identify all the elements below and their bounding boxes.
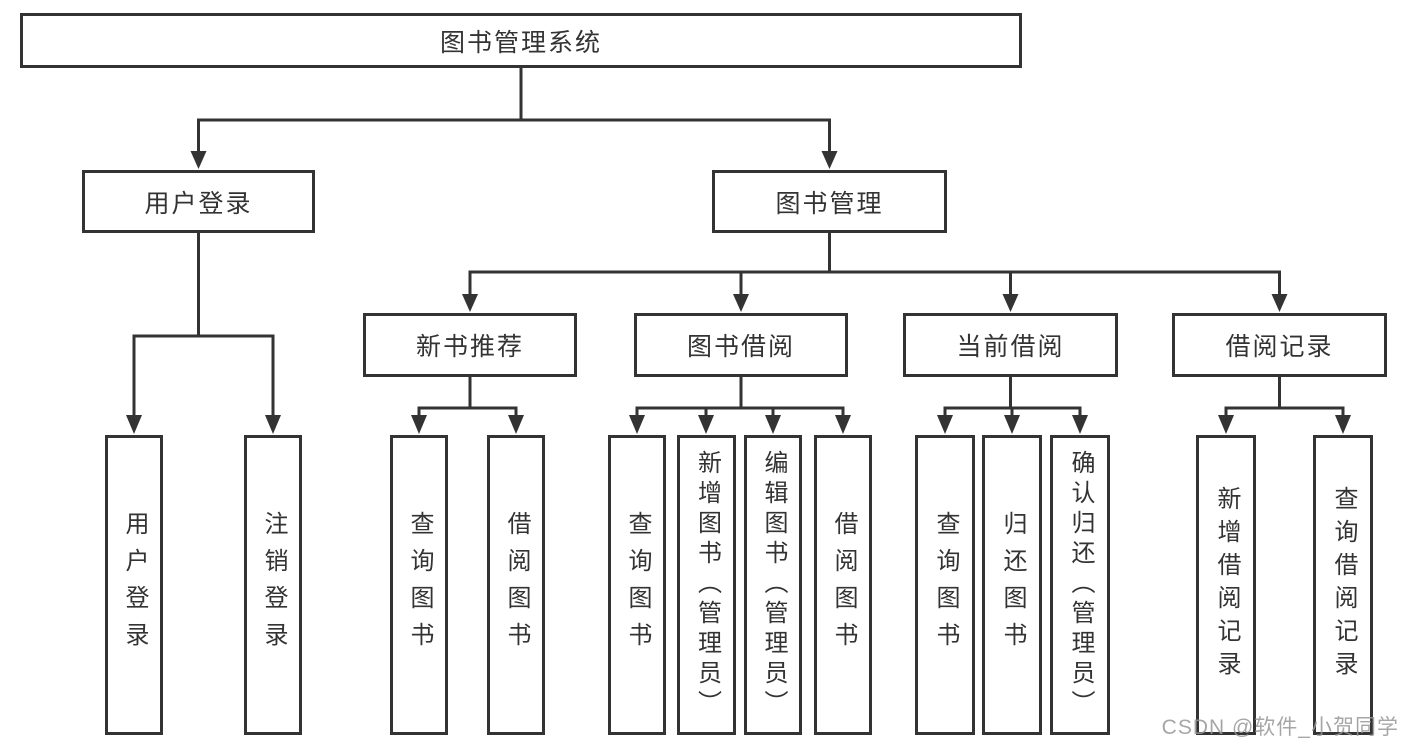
leaf-borrow-query-books-label: 查询图书 [624, 511, 651, 659]
leaf-return-books-label: 归还图书 [999, 511, 1026, 659]
root-node-label: 图书管理系统 [439, 28, 602, 57]
leaf-confirm-return-admin-label: 确认归还（管理员） [1067, 450, 1094, 720]
leaf-current-query-books-label: 查询图书 [932, 511, 959, 659]
node-user-login-label: 用户登录 [144, 189, 253, 218]
node-current-borrow: 当前借阅 [903, 313, 1118, 377]
node-book-borrow: 图书借阅 [634, 313, 848, 377]
leaf-edit-books-admin-label: 编辑图书（管理员） [760, 450, 787, 720]
leaf-query-borrow-record-label: 查询借阅记录 [1330, 486, 1357, 684]
leaf-recommend-borrow-books: 借阅图书 [487, 435, 545, 735]
leaf-confirm-return-admin: 确认归还（管理员） [1050, 435, 1110, 735]
leaf-current-query-books: 查询图书 [915, 435, 975, 735]
leaf-logout-label: 注销登录 [260, 511, 287, 659]
leaf-logout: 注销登录 [244, 435, 302, 735]
leaf-return-books: 归还图书 [982, 435, 1042, 735]
node-borrow-record-label: 借阅记录 [1225, 333, 1334, 361]
leaf-borrow-books: 借阅图书 [814, 435, 872, 735]
leaf-add-borrow-record-label: 新增借阅记录 [1213, 486, 1240, 684]
leaf-add-books-admin-label: 新增图书（管理员） [693, 450, 721, 720]
leaf-edit-books-admin: 编辑图书（管理员） [744, 435, 802, 735]
node-new-book-recommend-label: 新书推荐 [415, 333, 524, 361]
leaf-add-books-admin: 新增图书（管理员） [677, 435, 736, 735]
leaf-recommend-query-books-label: 查询图书 [406, 511, 433, 659]
leaf-borrow-books-label: 借阅图书 [830, 511, 857, 659]
node-book-management-label: 图书管理 [775, 189, 884, 218]
csdn-watermark: CSDN @软件_小贺同学 [1161, 716, 1399, 739]
leaf-borrow-query-books: 查询图书 [608, 435, 666, 735]
leaf-add-borrow-record: 新增借阅记录 [1196, 435, 1256, 735]
node-book-borrow-label: 图书借阅 [686, 333, 795, 361]
node-borrow-record: 借阅记录 [1172, 313, 1387, 377]
node-new-book-recommend: 新书推荐 [363, 313, 577, 377]
leaf-recommend-borrow-books-label: 借阅图书 [503, 511, 530, 659]
leaf-query-borrow-record: 查询借阅记录 [1313, 435, 1373, 735]
node-user-login: 用户登录 [82, 170, 315, 233]
leaf-user-login: 用户登录 [105, 435, 163, 735]
node-current-borrow-label: 当前借阅 [956, 333, 1065, 361]
node-book-management: 图书管理 [712, 170, 947, 233]
tree-edges [132, 68, 1345, 418]
leaf-recommend-query-books: 查询图书 [390, 435, 448, 735]
arrowheads [126, 151, 1351, 434]
root-node: 图书管理系统 [20, 13, 1022, 68]
leaf-user-login-label: 用户登录 [121, 511, 148, 659]
